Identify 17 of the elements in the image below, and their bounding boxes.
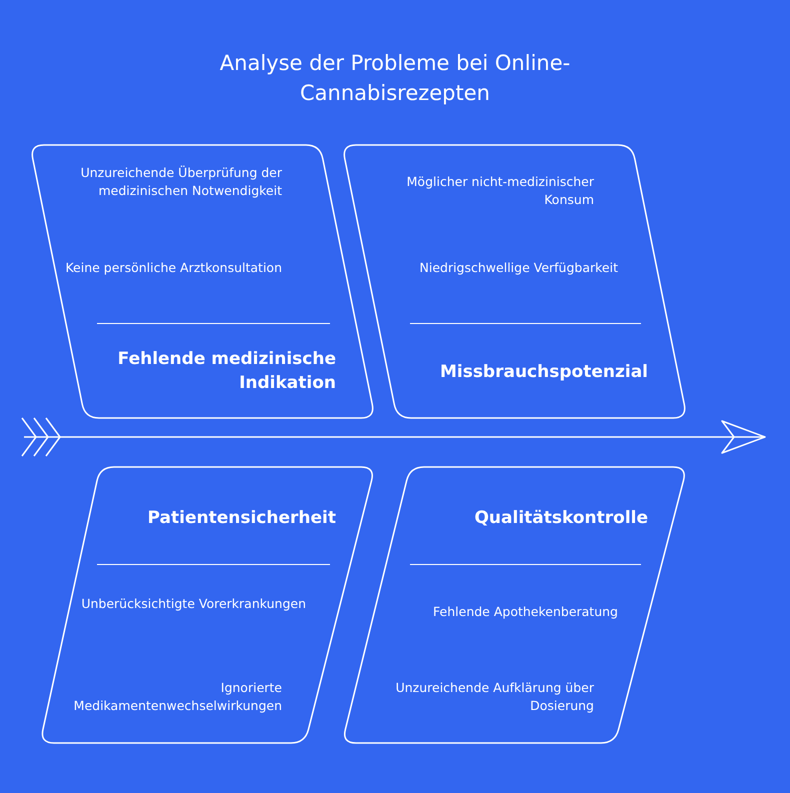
cause-text: Niedrigschwellige Verfügbarkeit [418, 259, 618, 277]
parallelogram-box [40, 467, 375, 743]
parallelogram-box [342, 145, 687, 418]
cause-text: Keine persönliche Arztkonsultation [64, 259, 282, 277]
cause-text: Unzureichende Überprüfung der medizinischen Notwendigkeit [80, 164, 282, 200]
category-heading: Patientensicherheit [146, 507, 336, 530]
cause-text: Unberücksichtigte Vorerkrankungen [80, 595, 306, 613]
cause-text: Fehlende Apothekenberatung [432, 603, 618, 621]
cause-text: Ignorierte Medikamentenwechselwirkungen [72, 679, 282, 715]
cause-text: Möglicher nicht-medizinischer Konsum [406, 173, 594, 209]
parallelogram-box [30, 145, 375, 418]
parallelogram-box [342, 467, 687, 743]
cause-text: Unzureichende Aufklärung über Dosierung [394, 679, 594, 715]
diagram-title: Analyse der Probleme bei Online-Cannabisrezepten [218, 50, 572, 107]
category-heading: Fehlende medizinische Indikation [116, 348, 336, 395]
category-heading: Missbrauchspotenzial [438, 361, 648, 384]
category-heading: Qualitätskontrolle [473, 507, 648, 530]
